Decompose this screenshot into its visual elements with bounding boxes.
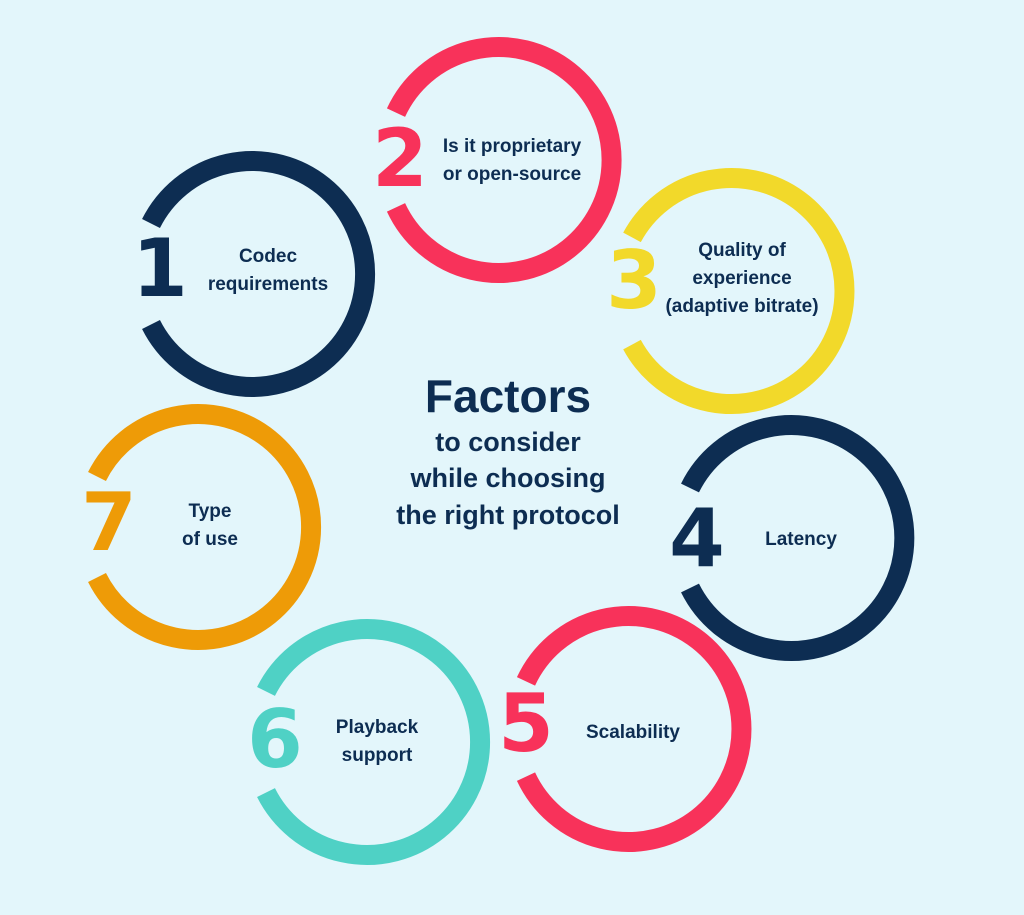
factor-7: 7 Type of use <box>81 404 321 650</box>
factor-4-label-line-1: Latency <box>765 529 837 550</box>
factor-4: 4 Latency <box>669 415 915 661</box>
factor-4-ring <box>681 415 915 661</box>
factor-1-ring <box>142 151 375 397</box>
factor-1: 1 Codec requirements <box>132 151 375 397</box>
factor-3-ring <box>623 168 855 414</box>
factor-1-number: 1 <box>132 222 188 315</box>
factor-7-ring <box>88 404 321 650</box>
factor-7-number: 7 <box>81 476 137 569</box>
factor-5-number: 5 <box>498 677 554 770</box>
title-line-2: while choosing <box>409 463 605 493</box>
factor-1-label-line-1: Codec <box>239 246 298 267</box>
factor-2-ring <box>386 37 622 283</box>
factor-3-label-line-1: Quality of <box>698 240 786 261</box>
title-line-3: the right protocol <box>396 500 619 530</box>
factor-6-label-line-1: Playback <box>336 717 419 738</box>
factor-5: 5 Scalability <box>498 606 752 852</box>
title-main: Factors <box>425 370 591 422</box>
factor-3-number: 3 <box>606 234 662 327</box>
title-line-1: to consider <box>435 427 581 457</box>
factor-3-label-line-3: (adaptive bitrate) <box>665 296 818 317</box>
factor-2-number: 2 <box>372 112 428 205</box>
factor-4-number: 4 <box>669 492 725 585</box>
factor-7-label-line-2: of use <box>182 529 238 550</box>
factor-1-label-line-2: requirements <box>208 274 328 295</box>
factor-2-label-line-1: Is it proprietary <box>443 136 582 157</box>
factor-2: 2 Is it proprietary or open-source <box>372 37 622 283</box>
factor-7-label-line-1: Type <box>189 501 232 522</box>
factor-2-label-line-2: or open-source <box>443 164 581 185</box>
factor-6-label-line-2: support <box>342 745 413 766</box>
factor-3-label-line-2: experience <box>692 268 791 289</box>
factor-6: 6 Playback support <box>247 619 490 865</box>
factor-5-label-line-1: Scalability <box>586 722 680 743</box>
center-title: Factors to consider while choosing the r… <box>396 370 619 530</box>
factor-6-ring <box>257 619 490 865</box>
factor-5-ring <box>516 606 752 852</box>
factor-3: 3 Quality of experience (adaptive bitrat… <box>606 168 855 414</box>
factor-6-number: 6 <box>247 693 303 786</box>
